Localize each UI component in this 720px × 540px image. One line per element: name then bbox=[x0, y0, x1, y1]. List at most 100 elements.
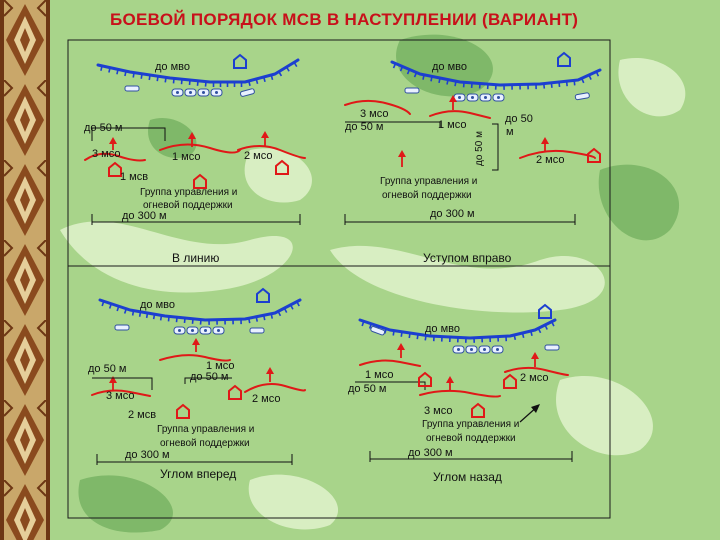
distance-label: до 50 м bbox=[88, 363, 126, 375]
unit-label-2msv: 2 мсв bbox=[128, 409, 156, 421]
caption-uglom-vpered: Углом вперед bbox=[160, 467, 236, 481]
unit-label-3mso: 3 мсо bbox=[424, 405, 452, 417]
assault-line bbox=[159, 354, 231, 362]
squad-symbol bbox=[228, 384, 242, 400]
squad-symbol bbox=[503, 373, 517, 389]
enemy-apc bbox=[370, 326, 386, 336]
support-group-label-line2: огневой поддержки bbox=[426, 433, 516, 444]
support-group-label-line2: огневой поддержки bbox=[382, 190, 472, 201]
enemy-line-ticks bbox=[361, 320, 555, 343]
enemy-apc bbox=[124, 85, 140, 92]
unit-label-1msv: 1 мсв bbox=[120, 171, 148, 183]
assault-line bbox=[344, 99, 411, 115]
assault-line bbox=[84, 152, 146, 162]
unit-label-2mso: 2 мсо bbox=[536, 154, 564, 166]
squad-symbol bbox=[275, 159, 289, 175]
support-group-label-line2: огневой поддержки bbox=[143, 200, 233, 211]
unit-label-3mso: 3 мсо bbox=[106, 390, 134, 402]
enemy-apc bbox=[404, 87, 420, 94]
depth-label: до 300 м bbox=[430, 208, 475, 220]
enemy-line-ticks bbox=[101, 300, 300, 325]
distance-label: до 50 м bbox=[84, 122, 122, 134]
distance-label: до 50 м bbox=[190, 371, 228, 383]
enemy-vehicles bbox=[452, 345, 504, 354]
distance-label-vertical: до 50 м bbox=[474, 131, 485, 166]
caption-ustupom-vpravo: Уступом вправо bbox=[423, 251, 512, 265]
depth-label: до 300 м bbox=[122, 210, 167, 222]
page-title: БОЕВОЙ ПОРЯДОК МСВ В НАСТУПЛЕНИИ (ВАРИАН… bbox=[110, 10, 579, 29]
arrowhead bbox=[541, 137, 549, 144]
enemy-vehicles bbox=[171, 88, 223, 97]
support-group-label-line1: Группа управления и bbox=[157, 424, 254, 435]
assault-line bbox=[237, 145, 306, 159]
unit-label-2mso: 2 мсо bbox=[520, 372, 548, 384]
command-post-symbol bbox=[193, 173, 207, 189]
arrowhead bbox=[449, 95, 457, 102]
caption-v-liniyu: В линию bbox=[172, 251, 219, 265]
unit-label-2mso: 2 мсо bbox=[244, 150, 272, 162]
assault-line bbox=[504, 366, 569, 376]
enemy-squad-symbol bbox=[233, 53, 247, 69]
enemy-squad-symbol bbox=[538, 303, 552, 319]
distance-unit-label: м bbox=[506, 126, 514, 138]
assault-line bbox=[159, 143, 241, 154]
distance-bracket bbox=[91, 127, 166, 141]
enemy-line-ticks bbox=[100, 61, 298, 87]
support-group-label-line2: огневой поддержки bbox=[160, 438, 250, 449]
caption-uglom-nazad: Углом назад bbox=[433, 470, 502, 484]
support-group-label-line1: Группа управления и bbox=[422, 419, 519, 430]
support-group-label-line1: Группа управления и bbox=[380, 176, 477, 187]
distance-label: до 50 м bbox=[345, 121, 383, 133]
arrowhead bbox=[266, 367, 274, 374]
enemy-vehicles bbox=[173, 326, 225, 335]
distance-bracket bbox=[492, 123, 499, 171]
assault-line bbox=[359, 359, 421, 367]
distance-bracket bbox=[184, 377, 232, 384]
enemy-position-line bbox=[96, 58, 300, 84]
unit-label-3mso: 3 мсо bbox=[92, 148, 120, 160]
unit-label-1mso: 1 мсо bbox=[206, 360, 234, 372]
enemy-position-line bbox=[98, 298, 302, 322]
arrowhead bbox=[109, 137, 117, 144]
diagram-frame bbox=[67, 39, 611, 519]
assault-line bbox=[419, 389, 501, 398]
unit-label-1mso: 1 мсо bbox=[365, 369, 393, 381]
distance-bracket bbox=[92, 377, 153, 390]
ornament-strip bbox=[0, 0, 50, 540]
enemy-apc bbox=[114, 324, 130, 331]
assault-line bbox=[244, 383, 306, 393]
enemy-apc bbox=[249, 327, 265, 334]
assault-line bbox=[519, 149, 596, 159]
unit-label-1mso: 1 мсо bbox=[172, 151, 200, 163]
distance-label: до 50 bbox=[505, 113, 533, 125]
enemy-label: до мво bbox=[432, 61, 467, 73]
squad-symbol bbox=[418, 371, 432, 387]
enemy-apc bbox=[239, 88, 255, 97]
assault-line bbox=[429, 110, 491, 119]
arrowhead bbox=[261, 131, 269, 138]
enemy-vehicles bbox=[453, 93, 505, 102]
distance-bracket bbox=[355, 381, 426, 390]
support-group-label-line1: Группа управления и bbox=[140, 187, 237, 198]
unit-label-2mso: 2 мсо bbox=[252, 393, 280, 405]
depth-label: до 300 м bbox=[408, 447, 453, 459]
enemy-label: до мво bbox=[425, 323, 460, 335]
squad-symbol bbox=[108, 161, 122, 177]
unit-label-1mso: 1 мсо bbox=[438, 119, 466, 131]
arrowhead bbox=[188, 132, 196, 139]
enemy-line-ticks bbox=[392, 63, 600, 90]
assault-line bbox=[91, 389, 151, 397]
enemy-apc bbox=[544, 344, 560, 351]
arrowhead bbox=[397, 343, 405, 350]
arrowhead bbox=[398, 150, 406, 157]
pointer-arrowhead bbox=[531, 404, 540, 413]
arrowhead bbox=[192, 338, 200, 345]
arrowhead bbox=[531, 352, 539, 359]
command-post-symbol bbox=[176, 403, 190, 419]
enemy-position-line bbox=[358, 318, 557, 340]
